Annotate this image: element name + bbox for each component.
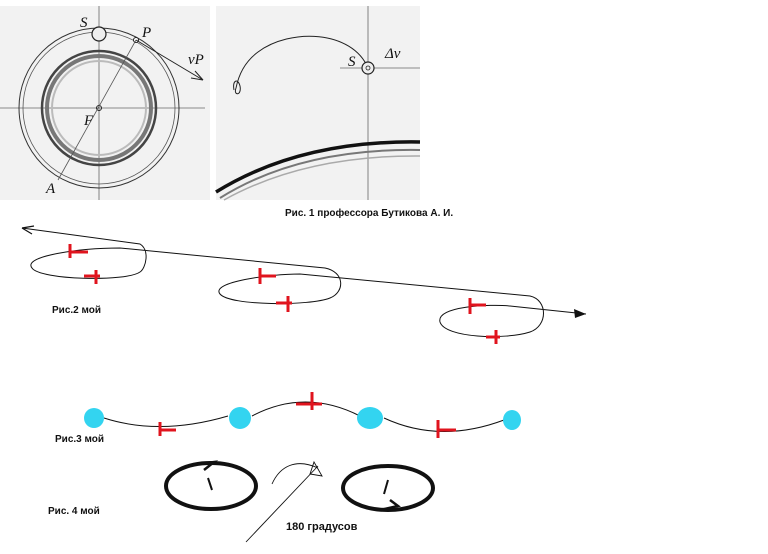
- fig3-mark-3: [436, 420, 456, 438]
- fig3-planet-2: [229, 407, 251, 429]
- fig1-planet-ring-middle: [45, 54, 153, 162]
- fig2-caption: Рис.2 мой: [52, 305, 101, 316]
- fig1-label-s2: S: [348, 54, 356, 70]
- fig4-orbit-right: [341, 464, 435, 512]
- fig4-diagram: [164, 460, 435, 543]
- fig2-mark-2: [84, 270, 100, 284]
- fig2-trajectory: [21, 227, 587, 338]
- fig4-orbit-left-arrow: [197, 460, 219, 471]
- fig3-arc-2: [251, 401, 361, 417]
- fig1-label-vp: vP: [188, 52, 204, 68]
- fig1-velocity-line: [135, 39, 204, 81]
- fig1-label-f: F: [83, 113, 94, 129]
- fig2-mark-5: [468, 298, 486, 314]
- fig1-radius-line: [57, 39, 137, 181]
- fig1-right-satellite-center: [365, 65, 371, 71]
- fig1-label-p: P: [141, 25, 151, 41]
- fig3-planet-1: [84, 408, 104, 428]
- fig3-diagram: [84, 392, 521, 438]
- fig2-mark-3: [258, 268, 276, 284]
- fig1-focus-point: [96, 105, 102, 111]
- fig1-label-s: S: [80, 15, 88, 31]
- fig3-planet-3: [357, 407, 383, 429]
- fig4-annotation-180: 180 градусов: [286, 521, 358, 533]
- fig4-orbit-right-arrow: [379, 499, 401, 512]
- fig2-red-marks: [68, 244, 500, 344]
- fig1-planet-surface-core: [223, 155, 421, 201]
- fig2-diagram: [21, 225, 587, 344]
- fig2-mark-4: [276, 296, 292, 312]
- fig1-label-delta-v: Δv: [384, 46, 401, 62]
- fig1-caption: Рис. 1 профессора Бутикова А. И.: [285, 207, 453, 219]
- fig2-start-arrow: [21, 225, 35, 235]
- fig4-caption: Рис. 4 мой: [48, 506, 100, 517]
- fig1-right-panel: S Δv: [215, 6, 421, 201]
- fig1-label-a: A: [45, 181, 56, 197]
- fig1-trajectory-curve: [233, 35, 369, 95]
- fig1-planet-surface-inner: [219, 148, 421, 199]
- fig1-right-background: [216, 6, 420, 200]
- fig2-end-arrowhead: [574, 309, 586, 318]
- fig1-right-satellite-s: [361, 61, 375, 75]
- fig3-arc-1: [103, 415, 229, 427]
- fig3-mark-1: [158, 422, 176, 436]
- fig1-velocity-arrowhead: [190, 70, 204, 81]
- fig2-mark-6: [486, 330, 500, 344]
- fig2-mark-1: [68, 244, 88, 258]
- fig1-left-panel: S P vP F A: [0, 6, 210, 200]
- fig1-planet-surface-edge: [215, 140, 421, 194]
- fig4-right-tick: [383, 479, 389, 495]
- fig4-left-tick: [207, 477, 213, 491]
- fig4-direction-line: [245, 465, 319, 543]
- fig1-planet-ring-inner: [51, 60, 147, 156]
- fig1-planet-ring-outer: [40, 49, 158, 167]
- fig3-mark-2: [296, 392, 322, 410]
- fig3-planet-4: [503, 410, 521, 430]
- fig3-caption: Рис.3 мой: [55, 434, 104, 445]
- fig1-satellite-s: [91, 26, 107, 42]
- fig4-rotation-arrowhead: [309, 460, 323, 477]
